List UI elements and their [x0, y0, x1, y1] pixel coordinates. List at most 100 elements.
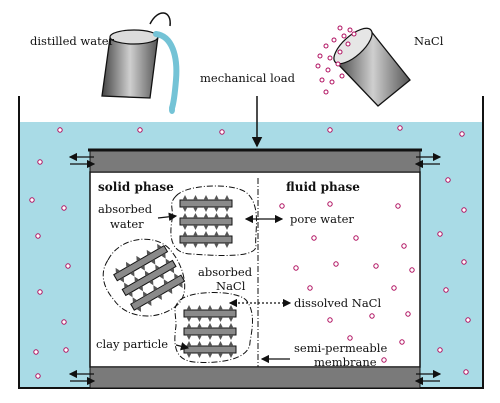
ion — [307, 285, 313, 291]
adsorbed-molecule — [182, 213, 188, 218]
bottom-porous-plate — [89, 366, 421, 389]
adsorbed-molecule — [214, 231, 219, 236]
ion — [381, 357, 387, 363]
adsorbed-molecule — [193, 213, 198, 218]
adsorbed-molecule — [193, 231, 198, 236]
adsorbed-molecule — [214, 213, 219, 218]
adsorbed-molecule — [207, 353, 213, 358]
ion — [37, 159, 43, 165]
nacl-bucket-icon — [315, 25, 411, 107]
adsorbed-molecule — [224, 213, 230, 218]
adsorbed-molecule — [214, 225, 219, 230]
ion — [37, 289, 43, 295]
ion — [327, 55, 333, 61]
adsorbed-molecule — [182, 225, 188, 230]
ion — [65, 263, 71, 269]
adsorbed-molecule — [150, 258, 156, 265]
ion — [345, 41, 351, 47]
adsorbed-molecule — [182, 243, 188, 248]
ion — [57, 127, 63, 133]
salt-grains — [315, 25, 357, 95]
adsorbed-molecule — [197, 335, 202, 340]
ion — [437, 347, 443, 353]
ion — [325, 67, 331, 73]
adsorbed-molecule — [197, 341, 202, 346]
adsorbed-molecule — [186, 323, 192, 328]
ion — [35, 373, 41, 379]
adsorbed-molecule — [140, 264, 145, 271]
ion — [347, 335, 353, 341]
adsorbed-molecule — [197, 305, 202, 310]
callout-arrows — [157, 212, 292, 364]
ion — [327, 201, 333, 207]
adsorbed-molecule — [167, 288, 173, 295]
adsorbed-molecule — [228, 353, 234, 358]
adsorbed-molecule — [224, 243, 230, 248]
clay-platelet — [179, 217, 233, 226]
ion — [353, 235, 359, 241]
adsorbed-molecule — [228, 305, 234, 310]
adsorbed-molecule — [228, 317, 234, 322]
ion — [319, 77, 325, 83]
adsorbed-molecule — [136, 255, 142, 262]
ion — [409, 267, 415, 273]
adsorbed-molecule — [125, 261, 131, 268]
adsorbed-molecule — [129, 270, 135, 277]
adsorbed-molecule — [186, 335, 192, 340]
adsorbed-molecule — [115, 267, 121, 274]
dissolved-nacl-label: dissolved NaCl — [294, 296, 381, 310]
adsorbed-molecule — [224, 231, 230, 236]
adsorbed-molecule — [228, 335, 234, 340]
absorbed-nacl-label-2: NaCl — [216, 279, 246, 293]
ion — [347, 27, 353, 33]
fluid-phase-label: fluid phase — [286, 180, 360, 194]
ion — [405, 311, 411, 317]
ion — [317, 53, 323, 59]
adsorbed-molecule — [144, 270, 150, 277]
ion — [437, 231, 443, 237]
solid-phase-label: solid phase — [98, 180, 174, 194]
ion — [293, 265, 299, 271]
ion — [465, 317, 471, 323]
ion — [137, 127, 143, 133]
adsorbed-molecule — [124, 282, 129, 289]
adsorbed-molecule — [193, 243, 198, 248]
ion — [461, 259, 467, 265]
adsorbed-molecule — [146, 249, 152, 256]
adsorbed-molecule — [136, 306, 142, 313]
clay-cluster-rotated — [102, 238, 186, 317]
adsorbed-molecule — [197, 317, 202, 322]
adsorbed-molecule — [224, 207, 230, 212]
water-bucket-icon — [101, 12, 180, 114]
pore-water-label: pore water — [290, 212, 354, 226]
ion — [29, 197, 35, 203]
adsorbed-molecule — [177, 282, 183, 289]
adsorbed-molecule — [165, 258, 171, 265]
adsorbed-molecule — [193, 195, 198, 200]
ion — [401, 243, 407, 249]
adsorbed-molecule — [207, 323, 213, 328]
ion — [337, 25, 343, 31]
ion — [311, 235, 317, 241]
ion — [219, 129, 225, 135]
adsorbed-molecule — [193, 207, 198, 212]
adsorbed-molecule — [203, 243, 209, 248]
ion — [327, 317, 333, 323]
adsorbed-molecule — [155, 264, 160, 271]
adsorbed-molecule — [153, 285, 159, 291]
adsorbed-molecule — [203, 231, 209, 236]
adsorbed-molecule — [132, 297, 138, 303]
clay-cluster-absorbed-nacl — [174, 292, 253, 363]
adsorbed-molecule — [207, 305, 213, 310]
adsorbed-molecule — [157, 294, 162, 301]
fluid-phase-ions — [279, 201, 415, 363]
ion — [323, 89, 329, 95]
adsorbed-molecule — [163, 279, 169, 285]
sample-box — [89, 171, 421, 368]
clay-platelet — [183, 309, 237, 318]
nacl-label: NaCl — [414, 34, 444, 48]
ion — [61, 319, 67, 325]
adsorbed-molecule — [203, 207, 209, 212]
